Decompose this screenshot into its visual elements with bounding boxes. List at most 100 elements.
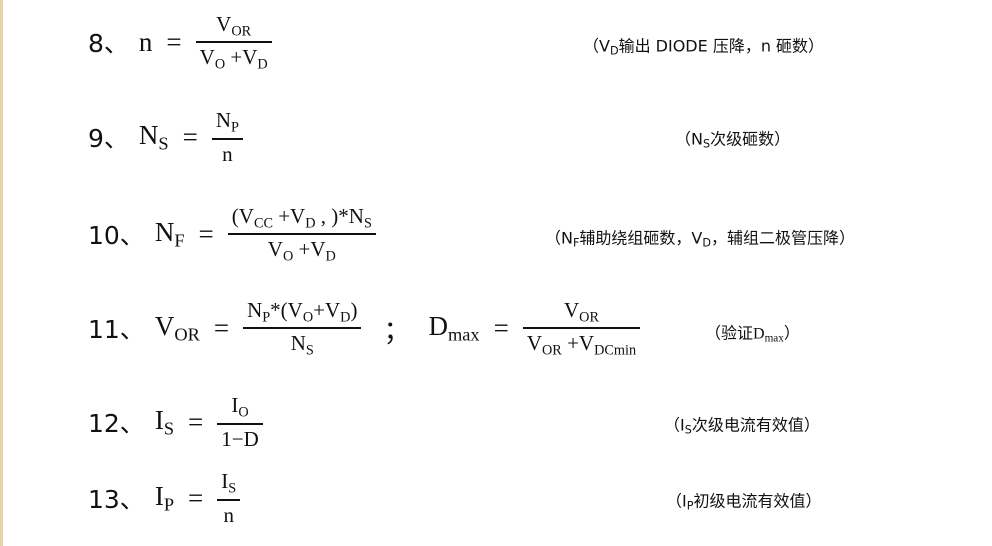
var: +V	[298, 236, 326, 261]
sub: S	[702, 137, 711, 151]
fraction-bar	[217, 423, 263, 425]
var: , )*N	[315, 203, 364, 228]
note-text: （I	[666, 491, 687, 511]
fraction: VOR VO +VD	[195, 12, 272, 73]
formula-9: 9、 NS = NP n	[88, 97, 243, 177]
note-text: 输出 DIODE 压降，n 砸数）	[618, 36, 825, 56]
sub: S	[684, 423, 692, 437]
var: I	[221, 469, 229, 494]
formula-8: 8、 n = VOR VO +VD	[88, 2, 272, 82]
var: +V	[567, 330, 595, 355]
sub: OR	[231, 22, 252, 39]
note-text: 次级电流有效值）	[691, 415, 820, 435]
note-13: （IP初级电流有效值）	[666, 487, 822, 512]
formula-number: 13、	[88, 485, 145, 514]
formula-12: 12、 IS = IO 1−D	[88, 382, 263, 462]
var: V	[267, 236, 283, 261]
var: V	[563, 297, 580, 322]
equals: =	[493, 312, 509, 343]
var: I	[154, 480, 164, 511]
denominator: VO +VD	[264, 237, 340, 265]
fraction: IS n	[217, 469, 241, 527]
formula-number: 12、	[88, 409, 145, 438]
sub: F	[572, 236, 580, 250]
sub: F	[174, 230, 185, 251]
note-text: （I	[664, 415, 685, 435]
var: *(V	[270, 297, 303, 322]
var: I	[231, 393, 239, 418]
sub: O	[238, 404, 249, 421]
var: +V	[230, 44, 258, 69]
lhs: IP	[155, 481, 174, 516]
numerator: IO	[227, 393, 252, 421]
formula-number: 9、	[88, 124, 129, 153]
denominator: VO +VD	[196, 45, 272, 73]
sub: S	[305, 342, 314, 359]
formula-number: 10、	[88, 221, 145, 250]
sub: D	[325, 248, 336, 265]
denominator: n	[223, 502, 234, 527]
lhs: NS	[139, 120, 169, 155]
note-12: （IS次级电流有效值）	[664, 411, 820, 436]
sub: S	[363, 214, 372, 231]
fraction: NP*(VO+VD) NS	[243, 298, 362, 359]
note-9: （NS次级砸数）	[675, 125, 790, 150]
denominator: VOR +VDCmin	[523, 331, 640, 359]
sub: OR	[174, 324, 200, 345]
numerator: VOR	[560, 298, 603, 326]
var: )	[350, 297, 358, 322]
var: N	[138, 119, 159, 150]
var: N	[154, 216, 175, 247]
numerator: VOR	[212, 12, 255, 40]
fraction-bar	[522, 327, 641, 329]
sub: OR	[579, 308, 599, 325]
sub: P	[686, 499, 694, 513]
sub: S	[163, 418, 175, 439]
equals: =	[188, 482, 204, 513]
var: +V	[272, 203, 306, 228]
note-text: （N	[675, 129, 703, 149]
numerator: (VCC +VD , )*NS	[228, 204, 376, 232]
var: (V	[231, 203, 254, 228]
fraction-bar	[243, 327, 362, 329]
fraction: NP n	[211, 108, 243, 166]
numerator: NP*(VO+VD)	[243, 298, 361, 326]
sub: D	[340, 308, 351, 325]
note-text: 初级电流有效值）	[693, 491, 822, 511]
note-text: ，辅组二极管压降）	[711, 228, 856, 248]
equals: =	[166, 26, 182, 57]
equals: =	[198, 218, 214, 249]
var: N	[247, 297, 263, 322]
sub: O	[214, 56, 226, 73]
sub: D	[609, 44, 619, 58]
note-text: 辅助绕组砸数，V	[579, 228, 703, 248]
fraction: IO 1−D	[217, 393, 263, 451]
equals: =	[182, 121, 198, 152]
numerator: IS	[217, 469, 240, 497]
fraction-bar	[217, 499, 241, 501]
var: N	[215, 108, 232, 133]
page-left-edge	[0, 0, 3, 546]
equals: =	[188, 406, 204, 437]
lhs: VOR	[155, 311, 200, 346]
formula-11: 11、 VOR = NP*(VO+VD) NS ； Dmax = VOR VOR…	[88, 288, 641, 368]
note-text: 次级砸数）	[710, 129, 791, 149]
var: V	[526, 330, 542, 355]
note-text: ）	[783, 325, 800, 343]
formula-number: 11、	[88, 315, 145, 344]
fraction-bar	[211, 138, 243, 140]
var: D	[428, 310, 448, 341]
note-text: （N	[545, 228, 573, 248]
denominator: NS	[287, 331, 318, 359]
formula-number: 8、	[88, 29, 129, 58]
sub: P	[163, 494, 175, 515]
sub: O	[282, 248, 294, 265]
var: V	[154, 310, 175, 341]
sub: CC	[253, 214, 273, 231]
sub: O	[302, 308, 314, 325]
lhs: n	[138, 26, 153, 57]
var: V	[216, 11, 232, 36]
fraction: VOR VOR +VDCmin	[522, 298, 641, 359]
var: I	[154, 404, 164, 435]
sub: max	[447, 324, 480, 345]
